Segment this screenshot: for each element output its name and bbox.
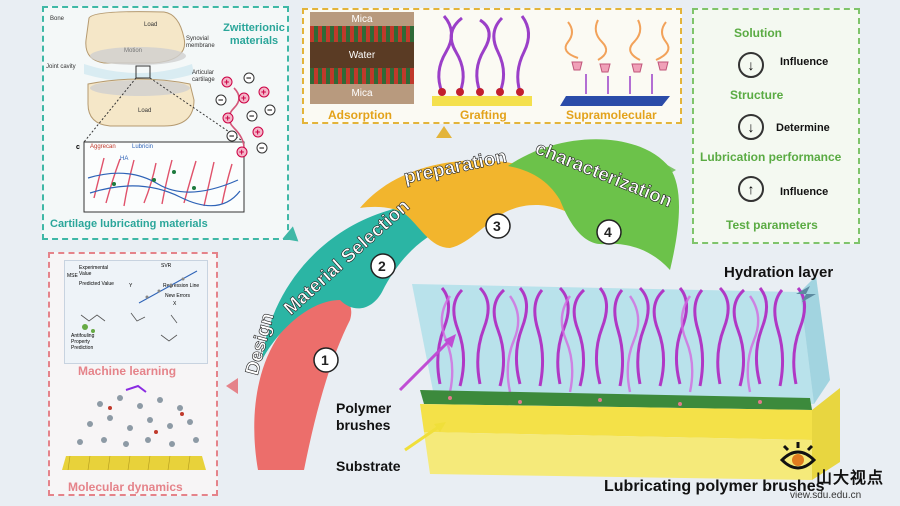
joint-cavity-label: Joint cavity bbox=[46, 64, 76, 70]
svg-text:−: − bbox=[259, 143, 264, 153]
lubricating-brushes-label: Lubricating polymer brushes bbox=[604, 478, 825, 495]
svg-text:+: + bbox=[224, 77, 229, 87]
svg-text:−: − bbox=[246, 73, 251, 83]
pred-value-label: Predicted Value bbox=[79, 281, 114, 287]
inset-c-label: c bbox=[76, 144, 80, 151]
preparation-methods-panel: Mica Water Mica Adsorption Grafting Supr… bbox=[302, 8, 682, 124]
bone-label: Bone bbox=[50, 16, 65, 22]
influence2-label: Influence bbox=[780, 186, 829, 198]
reg-line-label: Regression Line bbox=[163, 283, 200, 289]
watermark-logo-icon bbox=[779, 442, 817, 470]
lubrication-logic-panel: Solution ↓ Influence Structure ↓ Determi… bbox=[692, 8, 860, 244]
step-number-2: 2 bbox=[378, 258, 386, 274]
antifouling-label: Antifouling Property Prediction bbox=[71, 333, 95, 351]
joint-illustration: + − − + + + − − − + + − bbox=[83, 11, 276, 213]
step-number-4: 4 bbox=[604, 224, 612, 240]
step-circles bbox=[313, 213, 622, 373]
supramolecular-illustration bbox=[560, 19, 670, 106]
watermark-url: view.sdu.edu.cn bbox=[790, 490, 862, 501]
svg-text:+: + bbox=[255, 127, 260, 137]
arrow-down-icon: ↓ bbox=[738, 114, 764, 140]
mica-water-illustration: Mica Water Mica bbox=[310, 12, 414, 104]
molecules-sketch bbox=[80, 312, 178, 342]
synovial-label: Synovial membrane bbox=[186, 36, 215, 49]
motion-label: Motion bbox=[124, 48, 143, 54]
step-number-3: 3 bbox=[493, 218, 501, 234]
supramolecular-label: Supramolecular bbox=[566, 108, 657, 122]
mica-bottom-label: Mica bbox=[351, 88, 373, 99]
influence1-label: Influence bbox=[780, 56, 829, 68]
articular-label: Articular cartilage bbox=[192, 70, 215, 83]
machine-learning-label: Machine learning bbox=[78, 364, 177, 378]
svg-text:−: − bbox=[218, 95, 223, 105]
mica-top-label: Mica bbox=[351, 14, 373, 25]
zwitterionic-label: Zwitterionic materials bbox=[223, 22, 285, 47]
molecular-dynamics-illustration bbox=[62, 384, 206, 471]
aggrecan-label: Aggrecan bbox=[90, 144, 116, 150]
y-label: Y bbox=[129, 283, 133, 289]
arrow-down-icon: ↓ bbox=[738, 52, 764, 78]
lubrication-label: Lubrication performance bbox=[700, 150, 842, 164]
watermark-logo-text: 山大视点 bbox=[816, 470, 885, 487]
grafting-label: Grafting bbox=[460, 108, 507, 122]
svg-text:−: − bbox=[249, 111, 254, 121]
solution-label: Solution bbox=[734, 26, 782, 40]
new-errors-label: New Errors bbox=[165, 293, 191, 299]
svg-text:+: + bbox=[241, 93, 246, 103]
svr-label: SVR bbox=[161, 263, 172, 269]
lubricin-label: Lubricin bbox=[132, 144, 154, 150]
load-bottom-label: Load bbox=[138, 108, 152, 114]
determine-label: Determine bbox=[776, 122, 830, 134]
molecular-dynamics-label: Molecular dynamics bbox=[68, 480, 183, 494]
svg-text:−: − bbox=[267, 105, 272, 115]
load-top-label: Load bbox=[144, 22, 158, 28]
step-number-1: 1 bbox=[321, 352, 329, 368]
polymer-brushes-label: Polymer brushes bbox=[336, 400, 392, 433]
svg-text:+: + bbox=[261, 87, 266, 97]
exp-value-label: Experimental Value bbox=[79, 265, 109, 277]
ml-chart-illustration: MSE Experimental Value Predicted Value Y… bbox=[64, 260, 208, 364]
mse-label: MSE bbox=[67, 273, 78, 279]
test-parameters-label: Test parameters bbox=[726, 218, 818, 232]
adsorption-label: Adsorption bbox=[328, 108, 392, 122]
substrate-label: Substrate bbox=[336, 458, 401, 474]
regression-plot bbox=[138, 270, 198, 304]
cartilage-panel: + − − + + + − − − + + − Bone Load Synovi… bbox=[42, 6, 289, 240]
computation-panel: MSE Experimental Value Predicted Value Y… bbox=[48, 252, 218, 496]
svg-text:+: + bbox=[239, 147, 244, 157]
grafting-illustration bbox=[432, 15, 532, 106]
ha-label: HA bbox=[120, 156, 129, 162]
arrow-up-icon: ↑ bbox=[738, 176, 764, 202]
water-label: Water bbox=[348, 50, 376, 61]
svg-text:−: − bbox=[229, 131, 234, 141]
structure-label: Structure bbox=[730, 88, 784, 102]
cartilage-title: Cartilage lubricating materials bbox=[50, 218, 208, 230]
svg-text:+: + bbox=[225, 113, 230, 123]
hydration-layer-label: Hydration layer bbox=[724, 264, 834, 281]
x-label: X bbox=[173, 301, 177, 307]
